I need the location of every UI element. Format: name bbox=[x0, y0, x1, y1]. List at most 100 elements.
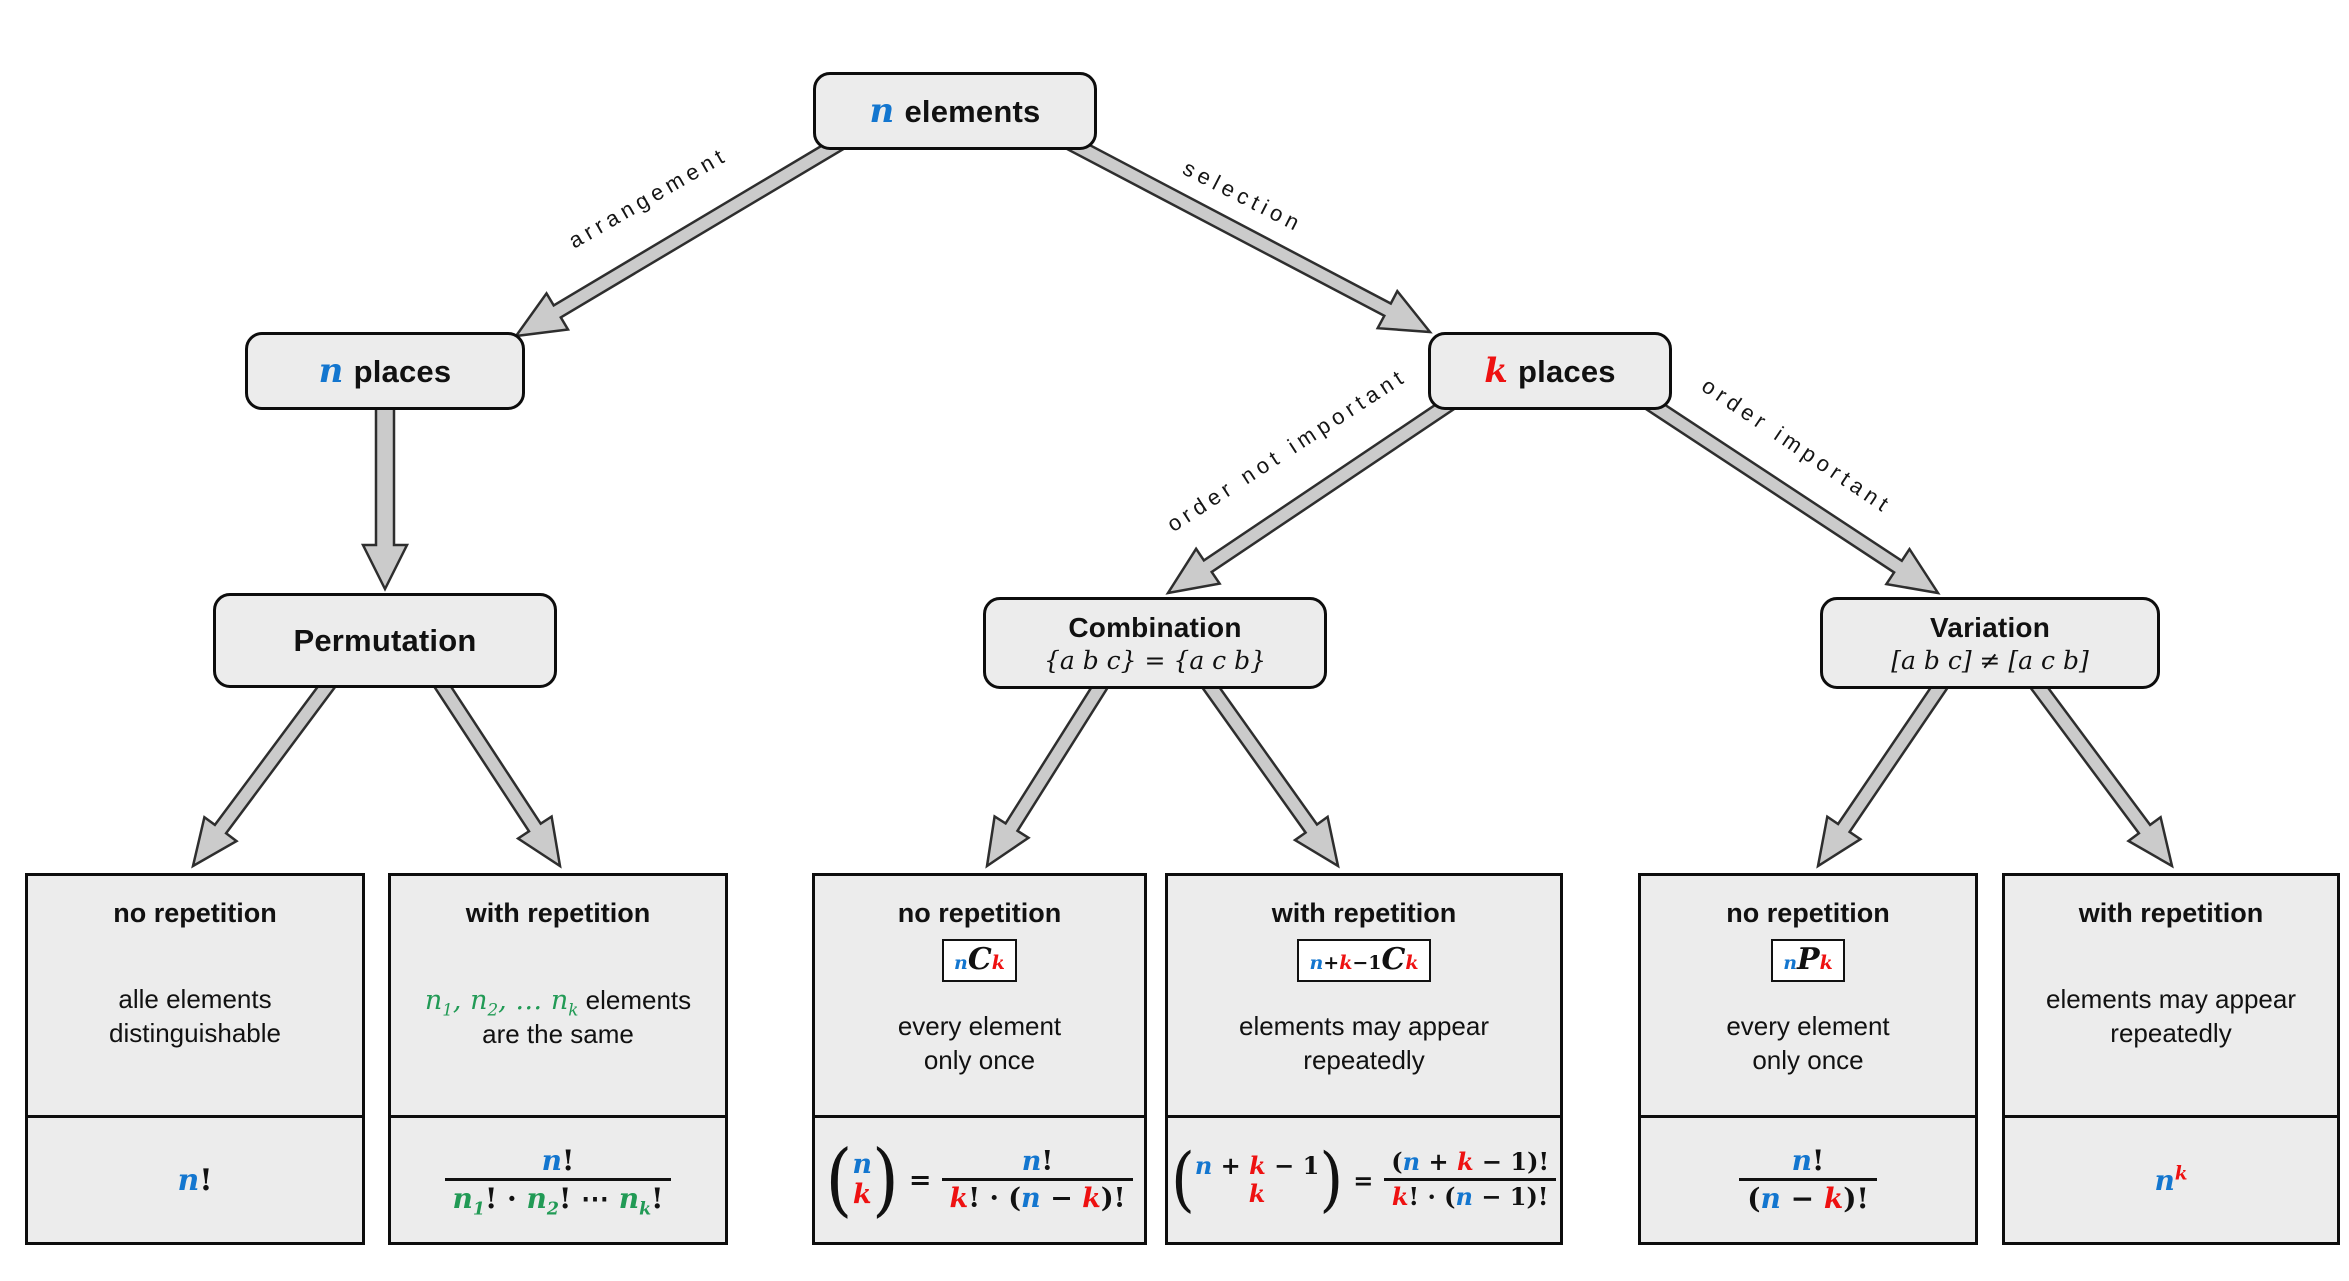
math-token: k bbox=[949, 1183, 969, 1214]
math-token: k bbox=[1339, 952, 1353, 974]
leaf-heading: no repetition bbox=[897, 898, 1062, 928]
arrow-arrangement bbox=[513, 132, 851, 338]
math-token: − bbox=[1780, 1182, 1824, 1215]
math-token: k bbox=[2174, 1163, 2188, 1185]
formula-n-factorial: n! bbox=[28, 1115, 362, 1242]
math-token: C bbox=[1381, 942, 1406, 977]
math-token: − bbox=[1040, 1183, 1083, 1214]
denominator: k! · (n − k)! bbox=[941, 1178, 1134, 1214]
binomial-top: n + k − 1 bbox=[1194, 1151, 1319, 1181]
math-token: k bbox=[1082, 1183, 1101, 1214]
math-token: ! bbox=[1041, 1145, 1054, 1177]
var-k: k bbox=[1484, 351, 1509, 391]
denominator: k! · (n − 1)! bbox=[1383, 1178, 1557, 1212]
node-label: places bbox=[353, 354, 452, 389]
math-token: ! bbox=[199, 1162, 213, 1198]
math-token: C bbox=[967, 942, 992, 977]
math-token: )! bbox=[1100, 1183, 1126, 1214]
desc-line: repeatedly bbox=[1303, 1044, 1425, 1075]
leaf-permutation-no-repetition: no repetition alle elements distinguisha… bbox=[25, 873, 365, 1245]
desc-line: every element bbox=[897, 1010, 1062, 1041]
paren-close: ) bbox=[872, 1133, 899, 1226]
paren-open: ( bbox=[825, 1133, 853, 1226]
math-token: n bbox=[1455, 1182, 1473, 1211]
math-token: ! bbox=[1812, 1143, 1825, 1177]
node-label: elements bbox=[904, 94, 1041, 129]
leaf-heading: with repetition bbox=[465, 898, 651, 928]
arrow-n-places-to-permutation bbox=[360, 403, 410, 592]
equals-sign: = bbox=[1353, 1165, 1374, 1195]
badge-subscript: n+k−1 bbox=[1309, 954, 1381, 973]
desc-line: elements may appear bbox=[1238, 1010, 1490, 1041]
node-combination-title: Combination bbox=[1068, 611, 1242, 643]
leaf-permutation-with-repetition: with repetition n1, n2, … nk elements ar… bbox=[388, 873, 728, 1245]
node-label: places bbox=[1518, 354, 1616, 389]
leaf-heading: with repetition bbox=[2078, 898, 2264, 928]
node-variation-subtitle: [a b c] ≠ [a c b] bbox=[1891, 645, 2089, 675]
math-token: k bbox=[1823, 1182, 1844, 1215]
arrow-permutation-to-no-repetition bbox=[191, 672, 341, 869]
math-token: n1, n2, … nk bbox=[424, 984, 579, 1019]
formula-nPk: n! (n − k)! bbox=[1641, 1115, 1975, 1242]
math-token: k bbox=[1249, 1151, 1266, 1181]
power-expression: nk bbox=[2155, 1164, 2188, 1197]
desc-line: only once bbox=[923, 1044, 1036, 1075]
math-token: n bbox=[1402, 1147, 1421, 1177]
desc-line: alle elements bbox=[118, 984, 272, 1015]
desc-line: elements may appear bbox=[2045, 984, 2297, 1015]
math-token: − 1 bbox=[1473, 1147, 1528, 1177]
formula-permutation-with-repetition: n! n1! · n2! ⋯ nk! bbox=[391, 1115, 725, 1242]
desc-line: are the same bbox=[482, 1018, 634, 1049]
numerator: n! bbox=[1784, 1143, 1833, 1178]
math-token: )! bbox=[1843, 1182, 1869, 1215]
math-token: n1 bbox=[452, 1182, 485, 1220]
leaf-heading: no repetition bbox=[1726, 898, 1890, 928]
math-token: −1 bbox=[1352, 952, 1382, 974]
numerator: (n + k − 1)! bbox=[1383, 1148, 1557, 1178]
math-token: n bbox=[1021, 1183, 1041, 1214]
leaf-variation-with-repetition: with repetition elements may appear repe… bbox=[2002, 873, 2340, 1245]
node-permutation: Permutation bbox=[213, 593, 557, 688]
arrow-order-not-important bbox=[1165, 392, 1461, 595]
math-token: n bbox=[1760, 1182, 1781, 1215]
denominator: n1! · n2! ⋯ nk! bbox=[444, 1178, 672, 1220]
math-token: nk bbox=[618, 1182, 652, 1220]
leaf-top: with repetition n1, n2, … nk elements ar… bbox=[391, 876, 725, 1115]
leaf-description: every element only once bbox=[1726, 982, 1889, 1115]
desc-line: repeatedly bbox=[2110, 1018, 2232, 1048]
desc-line: every element bbox=[1726, 1010, 1890, 1041]
math-token: + bbox=[1212, 1151, 1250, 1181]
math-token: ! · ( bbox=[968, 1183, 1022, 1214]
leaf-top: no repetition alle elements distinguisha… bbox=[28, 876, 362, 1115]
formula-n-power-k: nk bbox=[2005, 1115, 2337, 1242]
math-token: ! · bbox=[484, 1182, 527, 1215]
denominator: (n − k)! bbox=[1739, 1178, 1877, 1215]
math-token: k bbox=[852, 1179, 872, 1210]
math-token: n bbox=[1194, 1151, 1213, 1181]
fraction: (n + k − 1)! k! · (n − 1)! bbox=[1383, 1148, 1557, 1211]
math-token: k bbox=[1456, 1147, 1474, 1177]
arrow-selection bbox=[1060, 132, 1433, 334]
desc-text: elements bbox=[578, 984, 692, 1015]
node-variation: Variation [a b c] ≠ [a c b] bbox=[1820, 597, 2160, 689]
desc-line: n1, n2, … nk elements bbox=[425, 983, 691, 1018]
math-token: ( bbox=[1391, 1147, 1403, 1177]
arrow-variation-to-with-repetition bbox=[2027, 676, 2174, 869]
arrow-order-important bbox=[1639, 392, 1941, 595]
math-token: n2 bbox=[526, 1182, 559, 1220]
node-combination: Combination {a b c} = {a c b} bbox=[983, 597, 1327, 689]
fraction: n! n1! · n2! ⋯ nk! bbox=[444, 1144, 672, 1220]
